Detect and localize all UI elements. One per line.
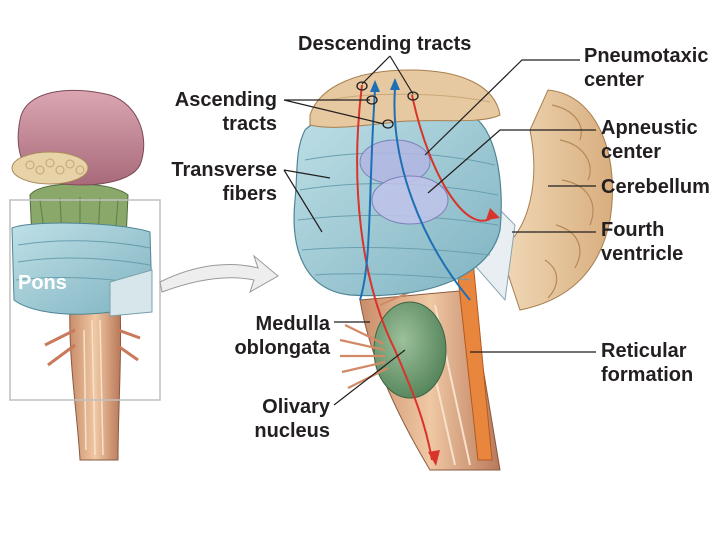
label-pneumotaxic-line1: Pneumotaxic — [584, 45, 708, 67]
overview-cord-fibers — [83, 319, 104, 456]
overview-brainstem: Pons — [9, 89, 161, 461]
reticular-formation-shape — [454, 249, 493, 461]
label-medulla-line2: oblongata — [234, 337, 330, 359]
ascending-tract-blue-1 — [359, 89, 376, 301]
tract-lines — [356, 84, 496, 461]
ascending-tract-blue-2 — [393, 87, 471, 301]
overview-thalamus-texture — [25, 158, 85, 175]
label-medulla-line1: Medulla — [256, 313, 331, 335]
label-transverse-fibers-line1: Transverse — [171, 159, 277, 181]
olivary-nucleus-shape — [373, 301, 447, 399]
label-descending-tracts: Descending tracts — [298, 33, 471, 55]
label-apneustic-line2: center — [601, 141, 661, 163]
label-olivary-line1: Olivary — [262, 396, 331, 418]
overview-selection-box — [9, 199, 161, 401]
pons-label: Pons — [18, 272, 67, 294]
apneustic-center-shape — [371, 175, 449, 225]
cerebellum-shape — [499, 89, 613, 311]
label-pneumotaxic-line2: center — [584, 69, 644, 91]
label-olivary-line2: nucleus — [254, 420, 330, 442]
label-transverse-fibers-line2: fibers — [223, 183, 277, 205]
detailed-brainstem — [293, 69, 613, 471]
label-reticular-line1: Reticular — [601, 340, 687, 362]
labels: Descending tracts Ascending tracts Trans… — [171, 33, 710, 442]
tract-arrowhead-right — [486, 208, 500, 220]
tract-arrowhead-up-1 — [370, 80, 380, 92]
label-ascending-tracts-line1: Ascending — [175, 89, 277, 111]
label-apneustic-line1: Apneustic — [601, 117, 698, 139]
label-cerebellum: Cerebellum — [601, 176, 710, 198]
midbrain-lines — [329, 93, 491, 103]
overview-midbrain-lines — [39, 197, 119, 241]
zoom-arrow — [159, 254, 279, 294]
descending-tract-red-2 — [411, 94, 496, 222]
label-ascending-tracts-line2: tracts — [223, 113, 277, 135]
tract-arrowhead-up-2 — [390, 78, 400, 90]
descending-tract-red-1 — [356, 84, 433, 461]
overview-nerves — [44, 328, 141, 367]
overview-spinal-cord — [69, 299, 122, 461]
label-fourth-ventricle-line2: ventricle — [601, 243, 683, 265]
cerebellum-folia — [544, 104, 594, 299]
tract-arrowhead-down — [428, 450, 440, 466]
overview-pons-cut — [109, 269, 153, 317]
label-reticular-line2: formation — [601, 364, 693, 386]
label-fourth-ventricle-line1: Fourth — [601, 219, 664, 241]
leader-lines — [283, 55, 596, 406]
